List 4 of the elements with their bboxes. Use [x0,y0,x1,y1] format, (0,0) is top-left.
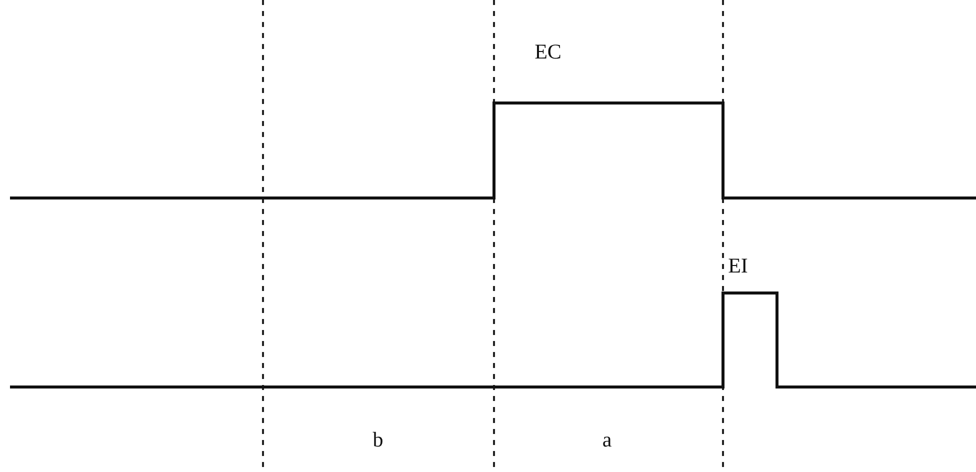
signal-label: EI [728,256,748,276]
interval-label: a [602,430,612,450]
signal-label: EC [534,42,562,62]
interval-label: b [372,430,384,450]
